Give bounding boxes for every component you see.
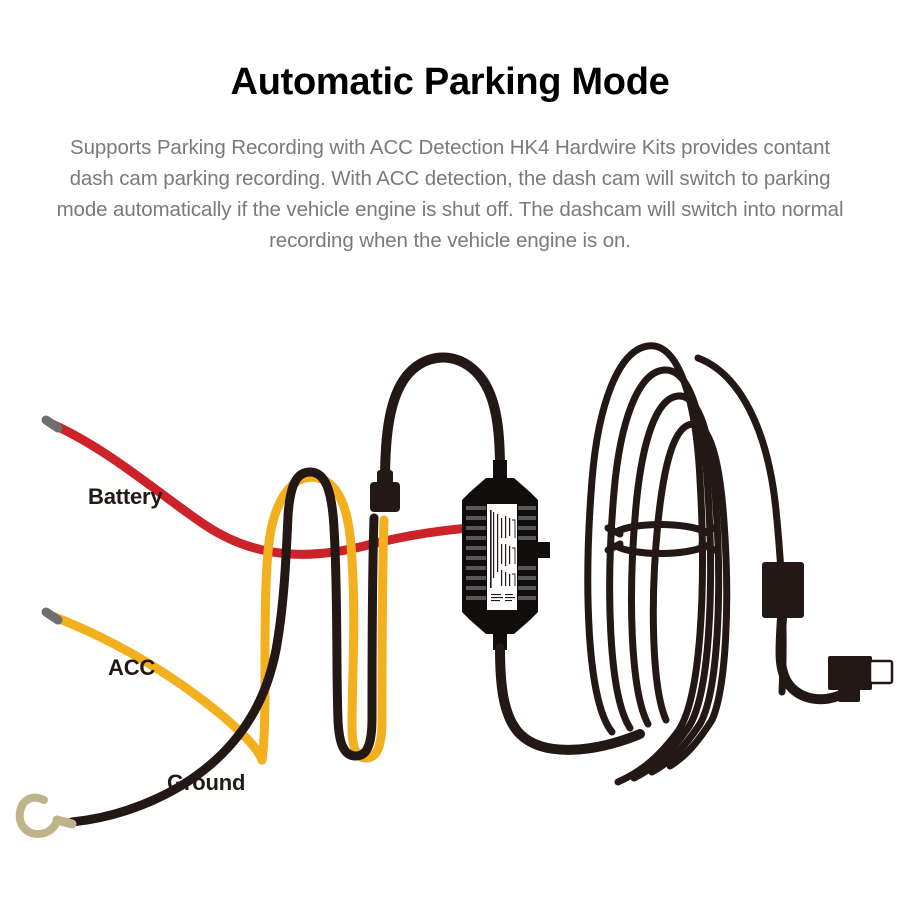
yellow-acc-wire	[41, 472, 389, 765]
ring-terminal	[15, 793, 77, 839]
connector-lead	[775, 613, 843, 705]
usb-connector	[828, 656, 894, 702]
wire-label-acc: ACC	[108, 655, 156, 680]
page-title: Automatic Parking Mode	[230, 61, 670, 103]
cable-tie	[604, 521, 718, 557]
wire-label-battery: Battery	[88, 484, 163, 509]
upper-black-lead	[380, 352, 505, 487]
box-ribs-left	[466, 506, 486, 600]
black-ground-wire	[15, 467, 379, 839]
description-paragraph: Supports Parking Recording with ACC Dete…	[56, 135, 844, 253]
converter-output-lead	[493, 634, 645, 755]
header-block: Automatic Parking Mode Supports Parking …	[0, 0, 900, 256]
coiled-cable	[584, 342, 787, 786]
wire-label-ground: Ground	[167, 770, 246, 795]
wiring-diagram-illustration: .w { fill:none; stroke-linecap:round; st…	[0, 320, 900, 900]
converter-box	[462, 460, 550, 634]
converter-label	[487, 504, 517, 610]
box-ribs-right	[518, 506, 536, 600]
ferrite-bead	[762, 562, 804, 618]
